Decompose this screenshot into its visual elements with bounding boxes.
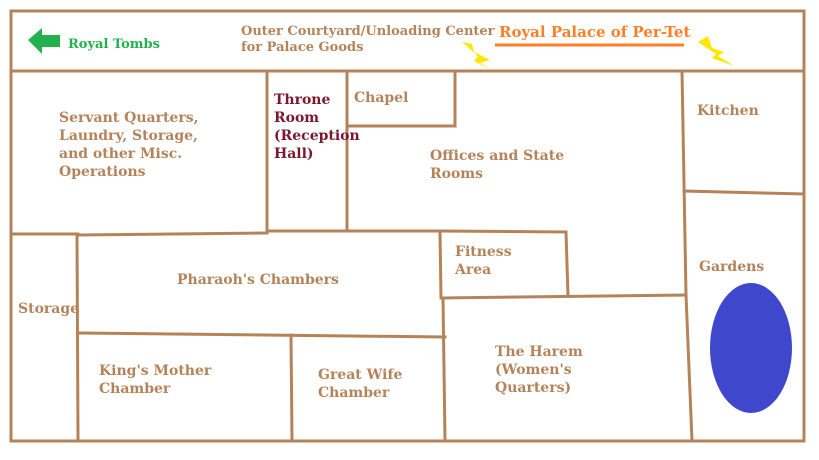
fitness-area-label: Fitness Area xyxy=(455,244,512,278)
servant-quarters-label: Servant Quarters, Laundry, Storage, and … xyxy=(59,110,199,180)
lightning-bolt-icon xyxy=(698,36,734,66)
fitness-left-wall xyxy=(438,229,443,300)
fitness-right-wall xyxy=(564,230,570,298)
kings-mother-label: King's Mother Chamber xyxy=(99,363,212,397)
storage-right-wall xyxy=(75,232,80,443)
gardens-label: Gardens xyxy=(699,259,765,275)
offices-label: Offices and State Rooms xyxy=(430,148,565,182)
royal-tombs-label[interactable]: Royal Tombs xyxy=(68,37,160,52)
harem-label: The Harem (Women's Quarters) xyxy=(495,344,583,396)
garden-pond xyxy=(710,283,792,413)
kitchen-bottom-wall xyxy=(682,189,806,196)
left-arrow-icon xyxy=(28,28,60,54)
outer-courtyard-label: Outer Courtyard/Unloading Center for Pal… xyxy=(241,24,495,55)
great-wife-label: Great Wife Chamber xyxy=(318,367,403,401)
pharaoh-top-wall xyxy=(76,231,269,237)
fitness-bottom-wall xyxy=(439,293,688,300)
chapel-label: Chapel xyxy=(354,90,409,106)
offices-right-wall xyxy=(680,69,688,297)
fitness-top-wall xyxy=(438,229,568,234)
outer-wall xyxy=(9,9,806,443)
throne-room-label: Throne Room (Reception Hall) xyxy=(274,92,360,162)
mother-wife-divider xyxy=(289,333,294,443)
palace-title: Royal Palace of Per-Tet xyxy=(499,23,691,41)
harem-right-wall xyxy=(684,293,694,443)
pharaohs-chambers-label: Pharaoh's Chambers xyxy=(177,272,339,288)
pharaoh-right-wall xyxy=(441,296,447,443)
storage-label: Storage xyxy=(18,301,80,317)
pharaoh-bottom-wall xyxy=(76,331,447,339)
kitchen-label: Kitchen xyxy=(697,103,759,119)
